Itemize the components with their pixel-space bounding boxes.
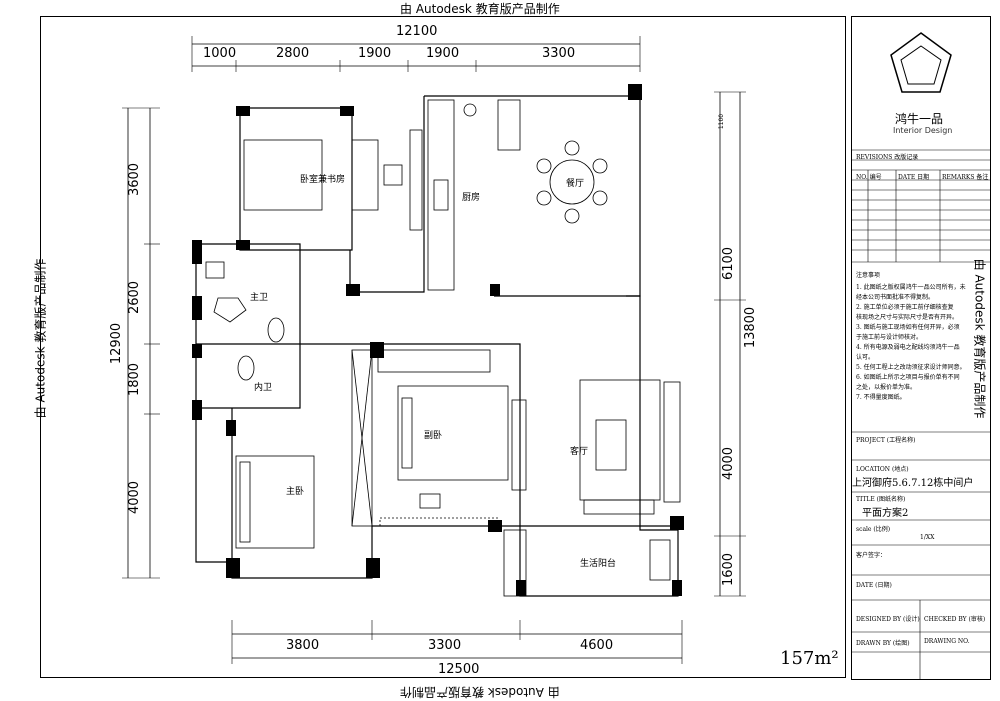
room-study: 卧室兼书房 <box>300 175 346 185</box>
room-balcony: 生活阳台 <box>580 559 617 569</box>
scale-value: 1/XX <box>920 534 935 541</box>
note-line: 3. 图纸与施工现场如有任何开异，必须 <box>856 324 960 331</box>
note-line: 1. 此图纸之版权属鸿牛一品公司所有，未 <box>856 284 966 291</box>
drawn-label: DRAWN BY (绘图) <box>856 640 910 647</box>
rev-date-label: DATE 日期 <box>898 174 930 181</box>
small-dim: 1100 <box>718 113 726 130</box>
note-line: 之处，以报价单为准。 <box>856 384 917 391</box>
notes-title: 注意事项 <box>856 272 881 279</box>
room-living: 客厅 <box>570 447 589 457</box>
room-bath-main: 主卫 <box>250 293 269 303</box>
title-block <box>851 16 991 680</box>
bottom-dim-2: 3300 <box>428 638 462 653</box>
top-dim-3: 1900 <box>358 46 392 61</box>
note-line: 6. 如图纸上所示之项目与报价单有不同 <box>856 374 960 381</box>
designed-label: DESIGNED BY (设计) <box>856 616 920 623</box>
rev-no-label: NO. 编号 <box>856 174 882 181</box>
watermark-top: 由 Autodesk 教育版产品制作 <box>400 2 560 16</box>
bottom-dim-1: 3800 <box>286 638 320 653</box>
company-name-en: Interior Design <box>893 126 953 135</box>
client-label: 客户签字： <box>856 552 887 559</box>
scale-label: scale (比例) <box>856 526 891 533</box>
note-line: 于施工前与设计师核对。 <box>856 334 923 341</box>
top-dim-1: 1000 <box>203 46 237 61</box>
location-label: LOCATION (地点) <box>856 466 909 473</box>
note-line: 4. 所有电源及弱电之配线均须鸿牛一品 <box>856 344 960 351</box>
right-total-dim: 13800 <box>743 306 759 349</box>
drawing-frame <box>40 16 846 678</box>
location-value: 上河御府5.6.7.12栋中间户 <box>852 478 974 489</box>
note-line: 核现场之尺寸与实际尺寸是否有开异。 <box>856 314 959 321</box>
right-dim-2: 4000 <box>721 446 737 481</box>
bottom-total-dim: 12500 <box>438 662 480 677</box>
room-bath-inner: 内卫 <box>254 383 273 393</box>
company-name: 鸿牛一品 <box>895 112 944 126</box>
note-line: 7. 不得量度图纸。 <box>856 394 906 401</box>
note-line: 认可。 <box>856 354 875 361</box>
note-line: 经本公司书面批准不得复制。 <box>856 294 935 301</box>
left-dim-1: 3600 <box>127 162 143 197</box>
top-dim-2: 2800 <box>276 46 310 61</box>
checked-label: CHECKED BY (审核) <box>924 616 986 623</box>
drawing-no-label: DRAWING NO. <box>924 638 970 645</box>
revisions-label: REVISIONS 改版记录 <box>856 154 919 161</box>
bottom-dim-3: 4600 <box>580 638 614 653</box>
right-dim-1: 6100 <box>721 246 737 281</box>
title-value: 平面方案2 <box>862 508 909 519</box>
room-second: 副卧 <box>424 431 443 441</box>
top-dim-4: 1900 <box>426 46 460 61</box>
top-dim-5: 3300 <box>542 46 576 61</box>
top-total-dim: 12100 <box>396 24 438 39</box>
date-label: DATE (日期) <box>856 582 892 589</box>
note-line: 2. 施工单位必须于施工前仔细核查复 <box>856 304 954 311</box>
area-label: 157m² <box>780 648 839 669</box>
room-dining: 餐厅 <box>566 179 585 189</box>
right-dim-3: 1600 <box>721 552 737 587</box>
title-label: TITLE (图纸名称) <box>856 496 906 503</box>
note-line: 5. 任何工程上之改动须征求设计师同意。 <box>856 364 966 371</box>
left-dim-3: 1800 <box>127 362 143 397</box>
room-master: 主卧 <box>286 487 305 497</box>
left-total-dim: 12900 <box>109 322 125 365</box>
room-kitchen: 厨房 <box>462 193 481 203</box>
project-label: PROJECT (工程名称) <box>856 437 916 444</box>
left-dim-2: 2600 <box>127 280 143 315</box>
rev-remarks-label: REMARKS 备注 <box>942 174 989 181</box>
left-dim-4: 4000 <box>127 480 143 515</box>
